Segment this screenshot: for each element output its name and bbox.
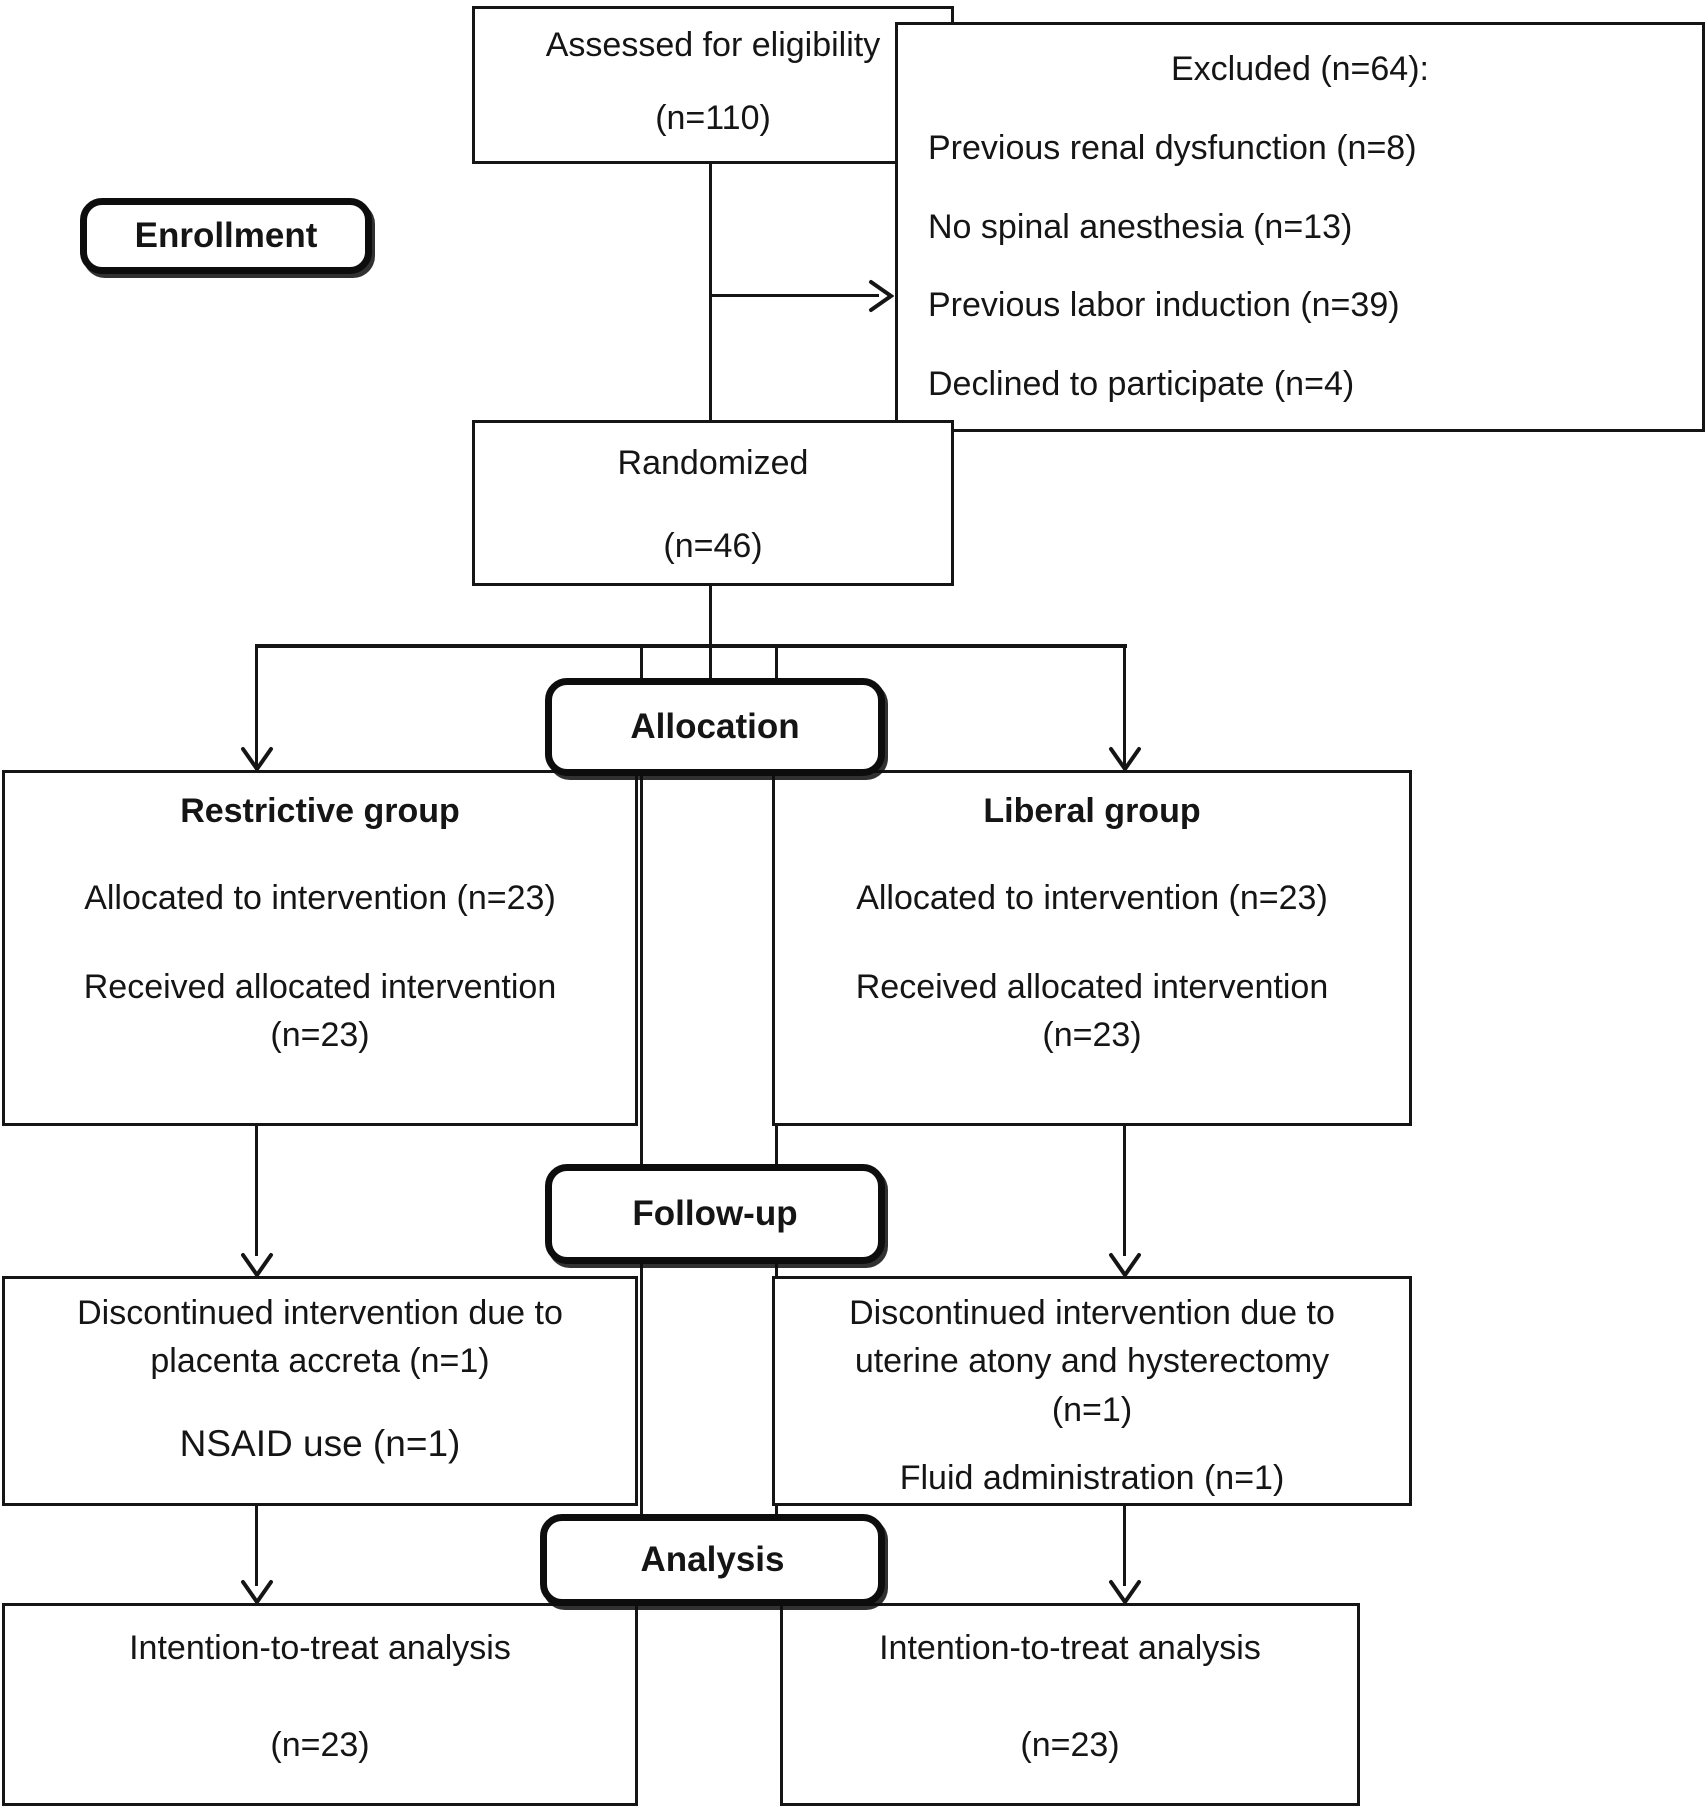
connector-liberal-to-followup: [1123, 1126, 1126, 1256]
arrow-to-liberal-icon: [1107, 746, 1143, 772]
arrow-restrictive-analysis-icon: [239, 1579, 275, 1605]
assessed-count: (n=110): [655, 98, 771, 137]
followup-label-text: Follow-up: [632, 1194, 798, 1233]
allocation-label: Allocation: [545, 678, 885, 776]
randomized-box: Randomized (n=46): [472, 420, 954, 586]
followup-restrictive-box: Discontinued intervention due to placent…: [2, 1276, 638, 1506]
liberal-received: Received allocated intervention (n=23): [855, 967, 1329, 1054]
followup-liberal-discontinued: Discontinued intervention due to uterine…: [849, 1294, 1335, 1429]
arrow-to-restrictive-icon: [239, 746, 275, 772]
excluded-box: Excluded (n=64): Previous renal dysfunct…: [895, 22, 1705, 432]
connector-branch-to-liberal: [1123, 644, 1126, 766]
connector-branch-to-restrictive: [255, 644, 258, 766]
liberal-group-box: Liberal group Allocated to intervention …: [772, 770, 1412, 1126]
restrictive-allocated: Allocated to intervention (n=23): [84, 878, 556, 917]
assessed-box: Assessed for eligibility (n=110): [472, 6, 954, 164]
followup-restrictive-discontinued: Discontinued intervention due to placent…: [77, 1294, 563, 1381]
followup-liberal-box: Discontinued intervention due to uterine…: [772, 1276, 1412, 1506]
excluded-title: Excluded (n=64):: [1171, 50, 1429, 88]
enrollment-label: Enrollment: [80, 198, 372, 274]
analysis-liberal-count: (n=23): [1020, 1725, 1120, 1764]
randomized-line1: Randomized: [617, 444, 809, 482]
connector-restrictive-to-followup: [255, 1126, 258, 1256]
analysis-liberal-box: Intention-to-treat analysis (n=23): [780, 1603, 1360, 1806]
randomized-count: (n=46): [663, 526, 763, 565]
assessed-line1: Assessed for eligibility: [545, 26, 881, 64]
liberal-group-title: Liberal group: [983, 792, 1201, 830]
restrictive-group-box: Restrictive group Allocated to intervent…: [2, 770, 638, 1126]
analysis-liberal-line1: Intention-to-treat analysis: [879, 1629, 1261, 1667]
connector-to-excluded: [711, 294, 879, 297]
excluded-reason: Previous renal dysfunction (n=8): [928, 128, 1417, 167]
arrow-restrictive-followup-icon: [239, 1252, 275, 1278]
excluded-reason: Declined to participate (n=4): [928, 365, 1355, 404]
restrictive-group-title: Restrictive group: [180, 792, 460, 830]
arrow-liberal-followup-icon: [1107, 1252, 1143, 1278]
analysis-label: Analysis: [540, 1514, 885, 1606]
enrollment-label-text: Enrollment: [134, 216, 318, 255]
connector-liberal-to-analysis: [1123, 1506, 1126, 1586]
connector-restrictive-to-analysis: [255, 1506, 258, 1586]
connector-randomized-to-branch: [709, 584, 712, 680]
analysis-restrictive-box: Intention-to-treat analysis (n=23): [2, 1603, 638, 1806]
followup-restrictive-nsaid: NSAID use (n=1): [179, 1422, 461, 1464]
connector-middle-left: [640, 646, 643, 1603]
allocation-label-text: Allocation: [630, 707, 800, 746]
excluded-reason: Previous labor induction (n=39): [928, 286, 1400, 325]
restrictive-received: Received allocated intervention (n=23): [83, 967, 557, 1054]
analysis-restrictive-line1: Intention-to-treat analysis: [129, 1629, 511, 1667]
arrow-liberal-analysis-icon: [1107, 1579, 1143, 1605]
liberal-allocated: Allocated to intervention (n=23): [856, 878, 1328, 917]
arrow-to-excluded-icon: [868, 278, 894, 314]
analysis-label-text: Analysis: [640, 1540, 785, 1579]
excluded-reason: No spinal anesthesia (n=13): [928, 207, 1353, 246]
analysis-restrictive-count: (n=23): [270, 1725, 370, 1764]
connector-assessed-to-randomized: [709, 162, 712, 420]
followup-label: Follow-up: [545, 1164, 885, 1264]
branch-line: [256, 644, 1127, 648]
followup-liberal-fluid: Fluid administration (n=1): [899, 1458, 1285, 1497]
